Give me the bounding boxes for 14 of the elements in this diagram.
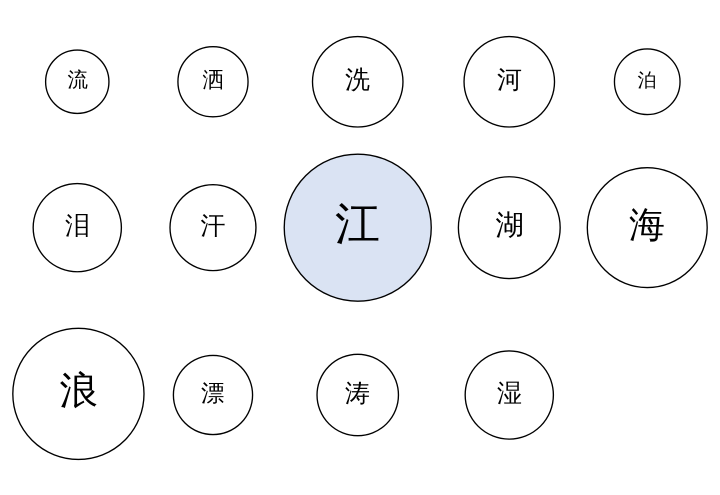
node-circle: 汗 bbox=[169, 184, 257, 271]
node-circle: 浪 bbox=[12, 327, 145, 460]
node-circle: 洗 bbox=[312, 35, 404, 128]
node-circle: 洒 bbox=[177, 46, 249, 117]
node-circle: 河 bbox=[463, 35, 556, 128]
node-circle: 泊 bbox=[614, 48, 681, 115]
node-circle: 湿 bbox=[464, 350, 554, 440]
node-circle: 江 bbox=[284, 152, 432, 302]
node-circle: 海 bbox=[586, 166, 708, 288]
node-circle: 湖 bbox=[458, 176, 561, 279]
node-circle: 泪 bbox=[32, 182, 122, 272]
node-circle: 涛 bbox=[316, 353, 400, 436]
node-circle: 漂 bbox=[172, 354, 254, 435]
node-circle: 流 bbox=[44, 48, 110, 114]
